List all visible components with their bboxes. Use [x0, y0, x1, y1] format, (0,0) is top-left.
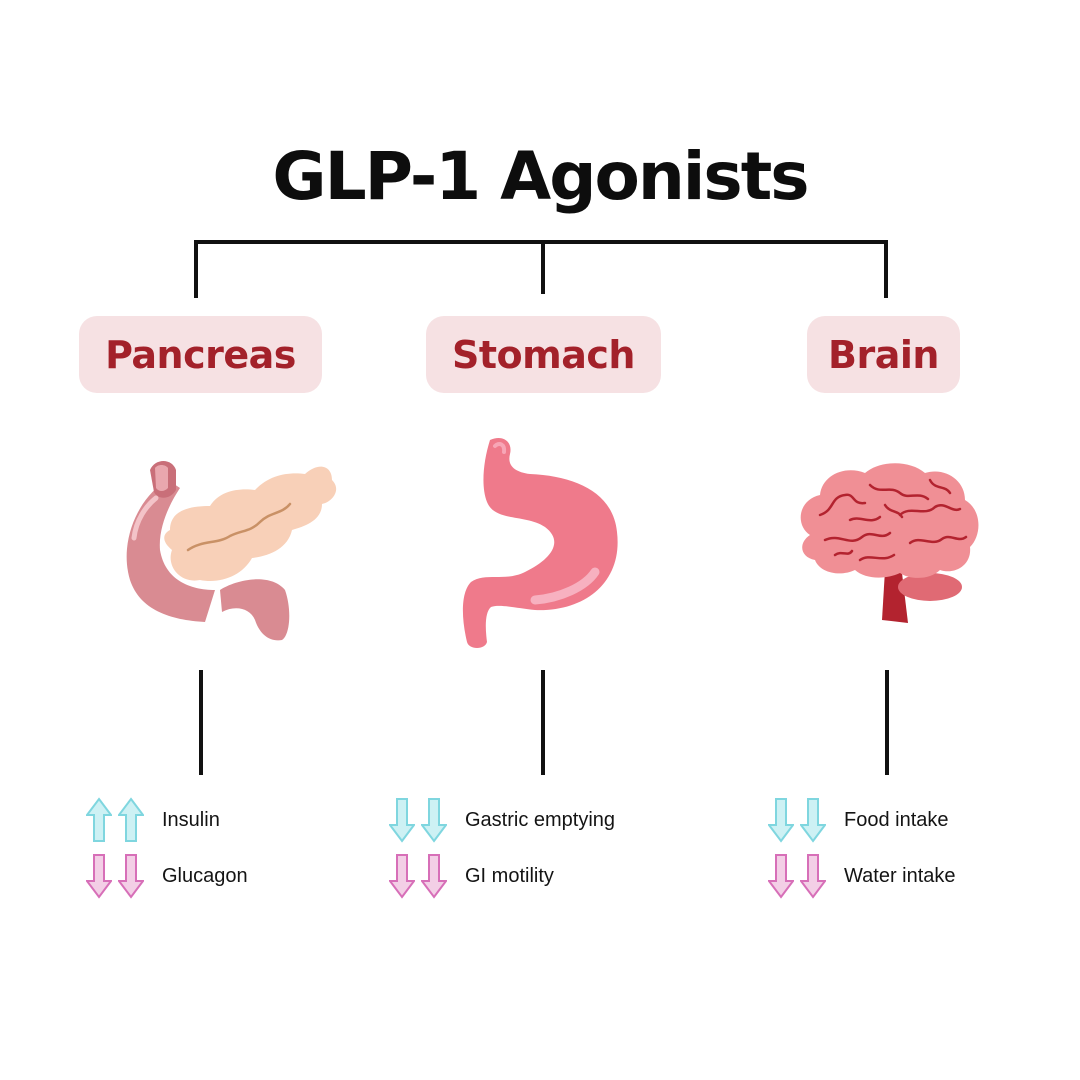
organ-label-stomach: Stomach	[426, 316, 661, 393]
double-down-arrow-icon	[389, 853, 447, 899]
double-down-arrow-icon	[768, 853, 826, 899]
organ-label-brain: Brain	[807, 316, 960, 393]
double-down-arrow-icon	[389, 797, 447, 843]
double-down-arrow-icon	[768, 797, 826, 843]
effect-label: Gastric emptying	[465, 808, 616, 831]
pancreas-effects: Insulin Glucagon	[86, 792, 248, 904]
brain-effects: Food intake Water intake	[768, 792, 956, 904]
effect-row-gastric-emptying: Gastric emptying	[389, 792, 615, 848]
stomach-icon	[462, 437, 618, 648]
brain-icon	[800, 463, 979, 623]
effect-label: Insulin	[162, 808, 220, 831]
effect-label: GI motility	[465, 864, 554, 887]
double-up-arrow-icon	[86, 797, 144, 843]
effect-label: Food intake	[844, 808, 949, 831]
organ-label-pancreas: Pancreas	[79, 316, 322, 393]
effect-row-food-intake: Food intake	[768, 792, 956, 848]
effect-row-glucagon: Glucagon	[86, 848, 248, 904]
diagram-title: GLP-1 Agonists	[272, 138, 809, 215]
effect-row-gi-motility: GI motility	[389, 848, 615, 904]
effect-label: Glucagon	[162, 864, 248, 887]
effect-row-insulin: Insulin	[86, 792, 248, 848]
stomach-effects: Gastric emptying GI motility	[389, 792, 615, 904]
effect-label: Water intake	[844, 864, 956, 887]
pancreas-icon	[126, 461, 337, 641]
double-down-arrow-icon	[86, 853, 144, 899]
effect-row-water-intake: Water intake	[768, 848, 956, 904]
